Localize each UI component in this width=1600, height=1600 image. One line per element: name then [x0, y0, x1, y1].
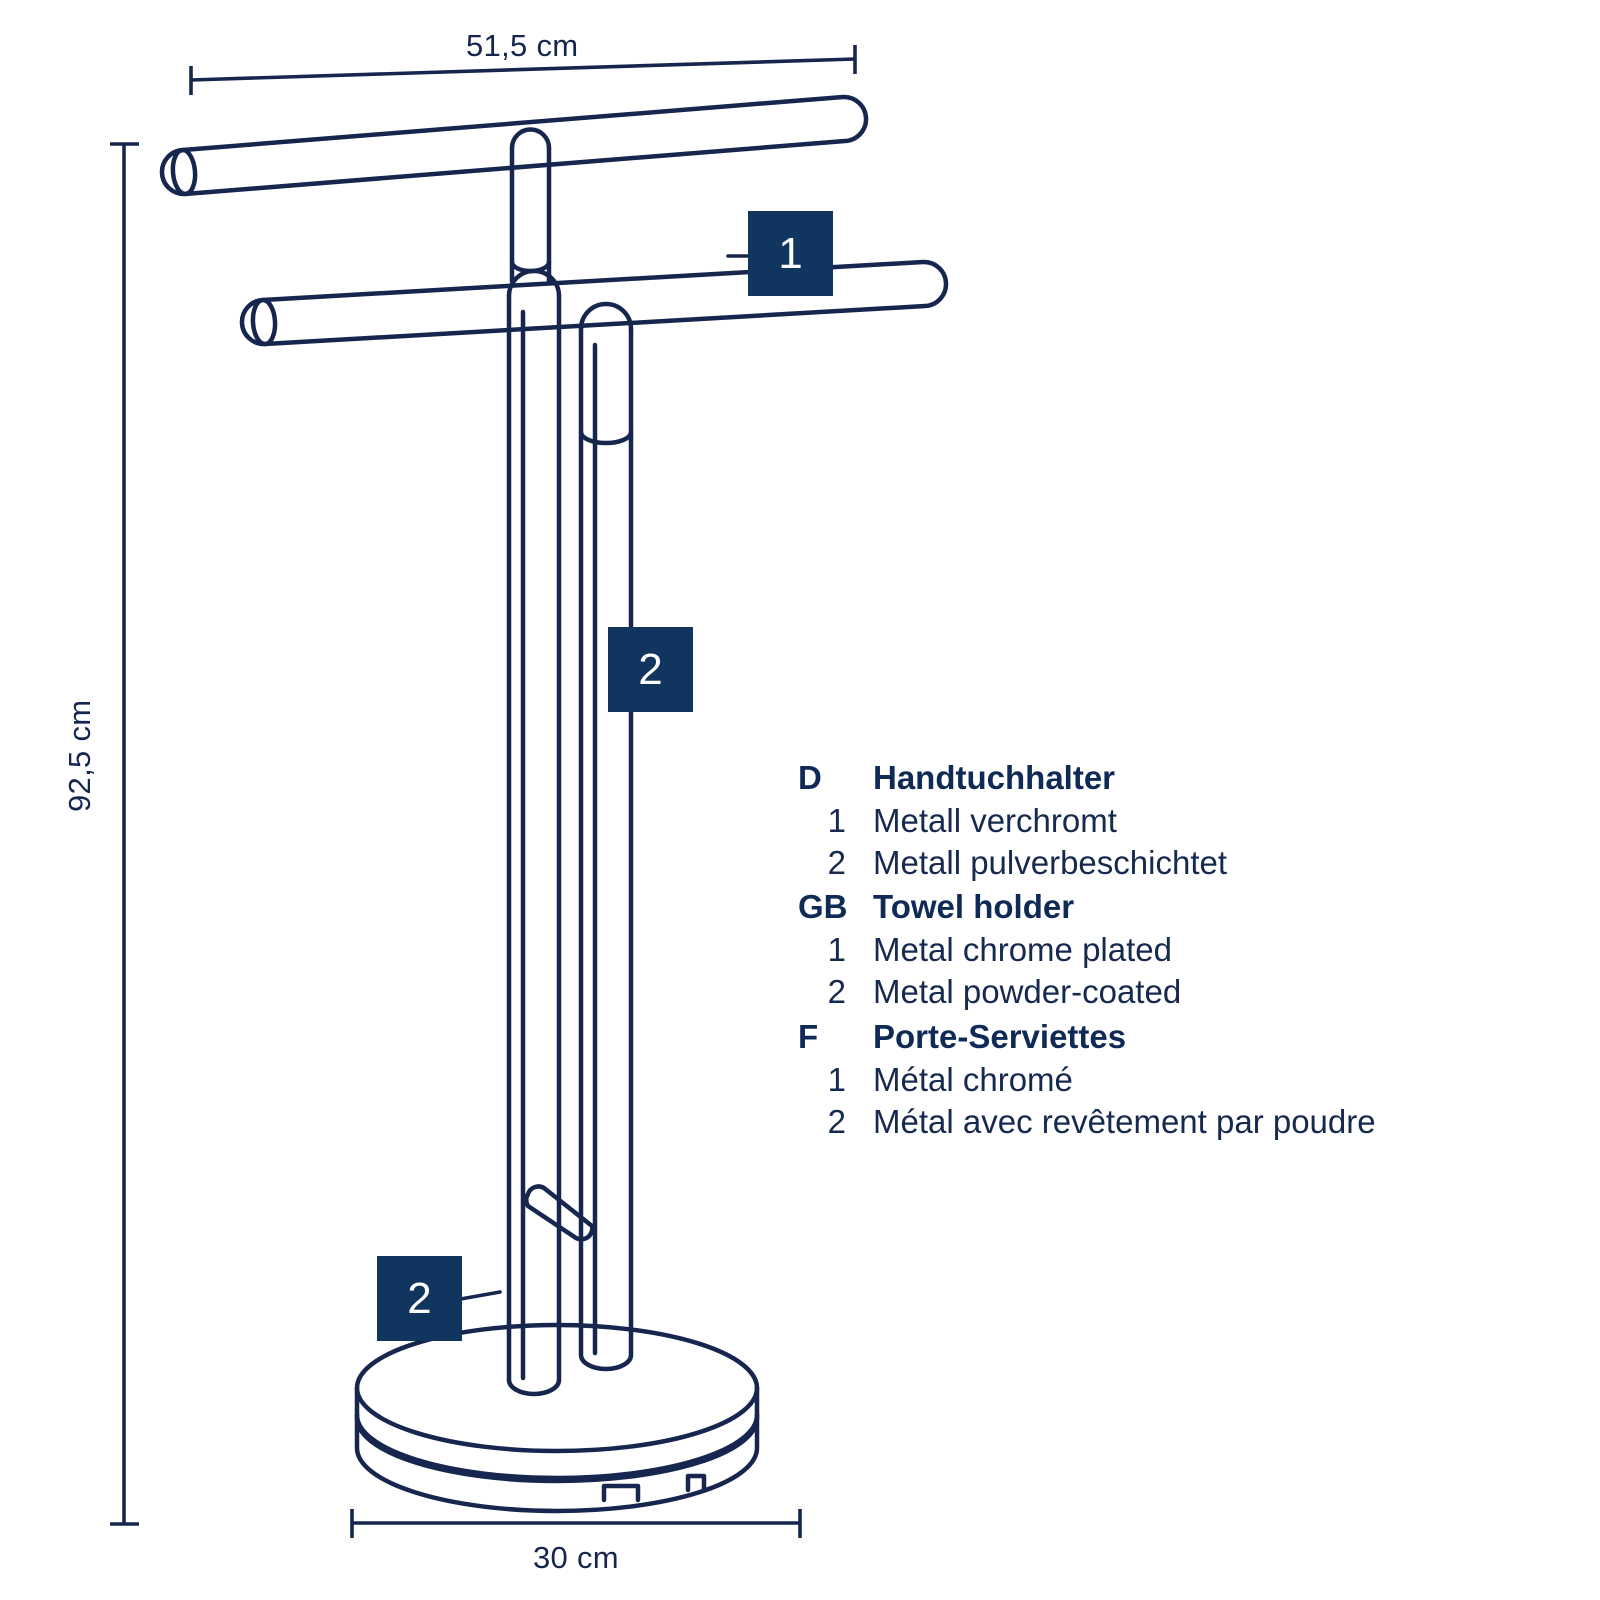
legend-item-text: Metall pulverbeschichtet — [873, 844, 1228, 882]
dimension-label-width-top: 51,5 cm — [466, 28, 579, 63]
legend-item-text: Metal chrome plated — [873, 931, 1172, 969]
legend-title-de: Handtuchhalter — [873, 759, 1116, 796]
legend-item: 1 Metall verchromt — [798, 800, 1558, 842]
towel-bar-top — [159, 94, 869, 197]
legend-lang-code-de: D — [798, 759, 822, 796]
vertical-post-right — [578, 301, 634, 1372]
callout-badge-1: 1 — [748, 211, 833, 296]
towel-bar-lower — [239, 259, 949, 347]
legend-group-gb: GB Towel holder 1 Metal chrome plated 2 … — [798, 886, 1558, 1013]
legend-item-text: Metal powder-coated — [873, 973, 1182, 1011]
dimension-line-width-bottom — [350, 1509, 802, 1538]
dimension-label-height-left: 92,5 cm — [62, 699, 97, 812]
dimension-line-height-left — [110, 142, 139, 1526]
legend-item: 1 Métal chromé — [798, 1059, 1558, 1101]
legend-title-fr: Porte-Serviettes — [873, 1017, 1127, 1055]
legend-lang-code-fr: F — [798, 1017, 819, 1055]
dimension-label-width-bottom: 30 cm — [533, 1540, 619, 1575]
legend-item-number: 2 — [827, 844, 846, 882]
legend: D Handtuchhalter 1 Metall verchromt 2 Me… — [798, 757, 1558, 1145]
vertical-post-left — [506, 268, 562, 1397]
post-upper-stub — [509, 127, 552, 284]
callout-badge-2-post: 2 — [608, 627, 693, 712]
legend-group-de: D Handtuchhalter 1 Metall verchromt 2 Me… — [798, 757, 1558, 884]
legend-item-number: 1 — [827, 1060, 846, 1098]
legend-group-fr: F Porte-Serviettes 1 Métal chromé 2 Méta… — [798, 1016, 1558, 1143]
legend-title-gb: Towel holder — [873, 888, 1075, 926]
legend-item-text: Métal chromé — [873, 1060, 1073, 1098]
legend-item-text: Metall verchromt — [873, 801, 1117, 839]
legend-heading-fr: F Porte-Serviettes — [798, 1016, 1558, 1059]
callout-leader-lines — [453, 254, 754, 1302]
legend-item-text: Métal avec revêtement par poudre — [873, 1102, 1376, 1140]
legend-item-number: 2 — [827, 973, 846, 1011]
cross-brace — [524, 1184, 595, 1242]
legend-lang-code-gb: GB — [798, 888, 848, 926]
legend-item: 2 Metall pulverbeschichtet — [798, 842, 1558, 884]
dimension-line-width-top — [189, 45, 857, 95]
legend-item-number: 2 — [827, 1102, 846, 1140]
legend-item-number: 1 — [827, 931, 846, 969]
callout-badge-2-base: 2 — [377, 1256, 462, 1341]
legend-heading-gb: GB Towel holder — [798, 886, 1558, 929]
legend-item-number: 1 — [827, 801, 846, 839]
legend-item: 2 Métal avec revêtement par poudre — [798, 1101, 1558, 1143]
legend-heading-de: D Handtuchhalter — [798, 757, 1558, 800]
legend-item: 1 Metal chrome plated — [798, 929, 1558, 971]
legend-item: 2 Metal powder-coated — [798, 971, 1558, 1013]
